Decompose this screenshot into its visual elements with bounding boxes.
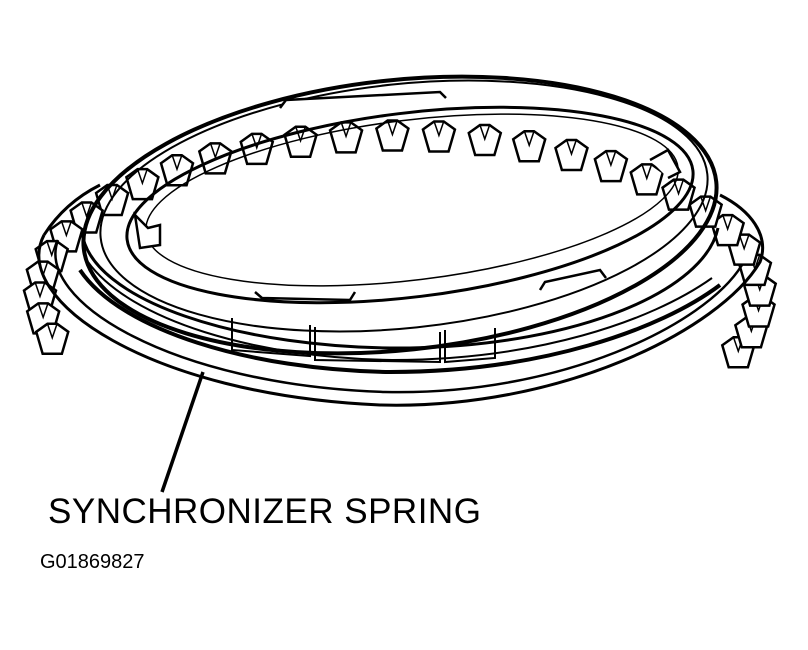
notch-left <box>133 211 162 250</box>
gear-tooth-facet <box>479 124 491 142</box>
wall-windows <box>231 318 496 364</box>
gear-tooth-facet <box>171 154 183 172</box>
gear-tooth-facet <box>46 240 58 258</box>
gear-tooth-facet <box>433 121 445 138</box>
gear-tooth-facet <box>136 168 148 186</box>
callout-leader-line <box>160 371 205 493</box>
spring-line-inner <box>87 261 713 362</box>
synchronizer-spring <box>78 261 722 375</box>
notch-bottom-right <box>538 268 607 291</box>
gear-tooth-facet <box>673 179 685 196</box>
figure-code: G01869827 <box>40 551 145 573</box>
gear-teeth <box>22 119 778 369</box>
gear-tooth-facet <box>641 164 653 181</box>
gear-tooth-facet <box>34 282 46 299</box>
ring-side-wall <box>80 227 720 350</box>
gear-tooth-facet <box>722 214 734 232</box>
callout-label: SYNCHRONIZER SPRING <box>48 492 482 531</box>
window-2 <box>314 327 441 364</box>
gear-tooth-facet <box>37 303 49 320</box>
flange-outer-edge <box>37 193 765 407</box>
gear-tooth-facet <box>81 202 93 219</box>
ring-inner-bore <box>125 105 695 305</box>
notch-right <box>649 148 682 180</box>
spring-line-outer <box>78 268 722 375</box>
window-1 <box>231 318 311 358</box>
gear-tooth-facet <box>523 131 535 148</box>
gear-tooth-facet <box>251 133 263 151</box>
gear-tooth-facet <box>340 122 352 139</box>
bore-notches <box>133 90 682 302</box>
ring-body <box>80 74 720 356</box>
flange-inner-edge <box>54 239 744 394</box>
gear-tooth-facet <box>605 150 617 168</box>
gear-tooth-facet <box>46 323 58 341</box>
gear-tooth-facet <box>386 120 398 137</box>
gear-tooth-facet <box>60 221 72 238</box>
notch-top <box>279 90 447 109</box>
ring-rim-bevel <box>99 79 709 333</box>
gear-tooth-facet <box>738 234 750 251</box>
window-3 <box>444 328 496 364</box>
gear-tooth-facet <box>209 143 221 160</box>
notch-bottom <box>254 291 357 302</box>
ring-flange <box>37 183 765 407</box>
gear-tooth-facet <box>565 139 578 157</box>
flange-back-edge <box>42 183 101 236</box>
